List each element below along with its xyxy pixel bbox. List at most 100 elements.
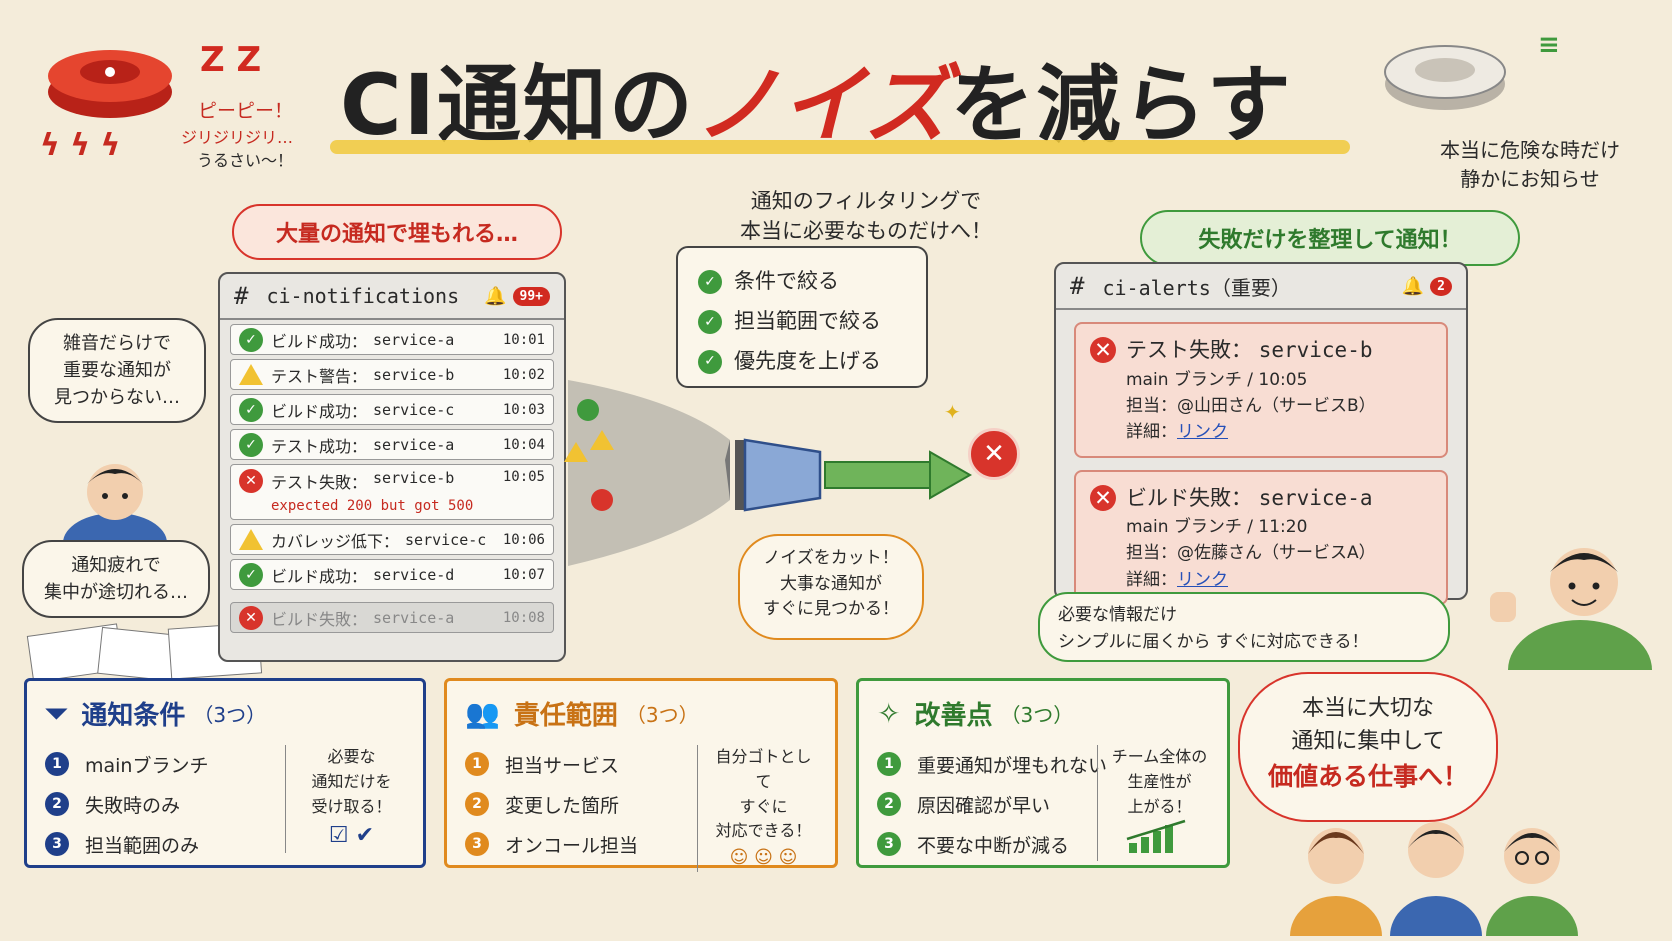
filter-check-3: ✓ 優先度を上げる: [698, 342, 906, 382]
success-icon: ✓: [239, 562, 263, 587]
growth-chart-icon: [1126, 820, 1185, 854]
number-badge: 2: [45, 792, 69, 816]
bell-icon[interactable]: 🔔: [484, 285, 507, 307]
alert-card-1: ✕テスト失敗： service-b main ブランチ / 10:05 担当：@…: [1074, 322, 1448, 458]
side-note-2: 通知だけを: [311, 771, 392, 791]
alerts-panel-header: # ci-alerts（重要） 🔔 2: [1056, 264, 1466, 310]
happy-person-thumbs-up-icon: [1490, 548, 1652, 670]
bubble-cut-2: 大事な通知が: [780, 573, 882, 594]
box-improve-count: （3つ）: [1000, 703, 1074, 727]
number-badge: 1: [877, 752, 901, 776]
filter-check-label: 優先度を上げる: [734, 348, 881, 373]
notification-time: 10:04: [502, 436, 545, 453]
number-badge: 2: [877, 792, 901, 816]
side-note-2: すぐに: [739, 796, 788, 816]
notification-row[interactable]: テスト警告： service-b 10:02: [230, 359, 554, 390]
page-title: CI通知のノイズを減らす: [340, 38, 1340, 154]
bubble-cut-1: ノイズをカット！: [763, 548, 899, 568]
warning-icon: [239, 529, 263, 550]
cloud-line-1: 本当に大切な: [1301, 696, 1434, 721]
alert-card-2: ✕ビルド失敗： service-a main ブランチ / 11:20 担当：@…: [1074, 469, 1448, 606]
alert-title: ビルド失敗：: [1126, 485, 1252, 510]
list-item: 担当サービス: [505, 754, 620, 777]
notification-label: ビルド成功：: [271, 331, 368, 351]
side-note-1: チーム全体の: [1111, 747, 1208, 766]
alerts-channel-name: ci-alerts（重要）: [1102, 275, 1291, 300]
list-item: 変更した箇所: [505, 794, 620, 817]
title-part-1: CI通知の: [340, 56, 695, 154]
notification-time: 10:01: [502, 331, 545, 348]
bubble-cut-3: すぐに見つかる！: [763, 599, 899, 619]
number-badge: 3: [45, 832, 69, 856]
list-item: 失敗時のみ: [85, 794, 181, 817]
filter-checklist: ✓条件で絞る ✓担当範囲で絞る ✓優先度を上げる: [676, 246, 928, 388]
bubble-noise: 雑音だらけで 重要な通知が 見つからない…: [28, 318, 206, 423]
failure-output-icon: ✕: [968, 428, 1020, 480]
center-caption-2: 本当に必要なものだけへ！: [740, 219, 992, 244]
bubble-simple: 必要な情報だけ シンプルに届くから すぐに対応できる！: [1038, 592, 1450, 662]
top-right-note-2: 静かにお知らせ: [1460, 167, 1600, 191]
filter-check-1: ✓条件で絞る: [698, 262, 906, 302]
zzz-icon: Z Z: [200, 40, 262, 80]
notification-time: 10:02: [502, 366, 545, 383]
list-item: 原因確認が早い: [917, 794, 1051, 817]
bell-icon[interactable]: 🔔: [1401, 275, 1425, 297]
check-icon: ✓: [698, 349, 722, 374]
number-badge: 1: [465, 752, 489, 776]
box-scope-title: 責任範囲: [513, 701, 618, 731]
notification-time: 10:08: [502, 609, 545, 626]
calm-lines-icon: ≡: [1538, 30, 1560, 60]
alert-detail-link[interactable]: リンク: [1177, 422, 1228, 443]
box-conditions-count: （3つ）: [193, 703, 267, 727]
alert-branch: main ブランチ / 10:05: [1126, 369, 1308, 390]
success-icon: ✓: [239, 397, 263, 422]
sparkle-icon: ✦: [944, 400, 961, 424]
notification-service: service-d: [373, 565, 455, 584]
bubble-simple-1: 必要な情報だけ: [1058, 605, 1177, 625]
error-icon: ✕: [1090, 337, 1116, 364]
alerts-badge: 2: [1430, 276, 1452, 296]
list-item: 不要な中断が減る: [917, 834, 1070, 857]
title-underline: [330, 140, 1350, 154]
notification-badge: 99+: [512, 286, 550, 306]
closing-cloud: 本当に大切な 通知に集中して 価値ある仕事へ！: [1238, 672, 1498, 822]
top-right-note: 本当に危険な時だけ 静かにお知らせ: [1430, 136, 1630, 194]
cloud-line-3: 価値ある仕事へ！: [1267, 762, 1468, 791]
alert-detail-link[interactable]: リンク: [1177, 569, 1228, 590]
box-scope-side-note: 自分ゴトとして すぐに 対応できる！ ☺ ☺ ☺: [697, 745, 817, 873]
alert-detail-label: 詳細：: [1126, 569, 1177, 590]
team-icon: 👥: [465, 697, 500, 730]
notification-time: 10:07: [502, 566, 545, 583]
stressed-person-icon: [63, 464, 167, 548]
success-icon: ✓: [239, 327, 263, 352]
side-note-2: 生産性が: [1127, 771, 1192, 791]
bubble-fatigue-1: 通知疲れで: [71, 555, 161, 576]
side-note-1: 必要な: [327, 747, 376, 766]
notification-label: テスト成功：: [271, 436, 368, 456]
bubble-noise-3: 見つからない…: [54, 387, 180, 408]
box-conditions-title: 通知条件: [81, 701, 186, 731]
number-badge: 3: [877, 832, 901, 856]
notification-label: ビルド成功：: [271, 401, 368, 421]
filter-check-label: 条件で絞る: [734, 269, 839, 293]
center-caption-1: 通知のフィルタリングで: [750, 189, 982, 213]
notification-service: service-b: [373, 365, 455, 384]
notification-label: テスト警告：: [271, 366, 368, 386]
bubble-cut: ノイズをカット！ 大事な通知が すぐに見つかる！: [738, 534, 924, 640]
check-icon: ✓: [698, 309, 722, 334]
alarm-sound-1: ピーピー！: [197, 100, 293, 122]
list-item: mainブランチ: [85, 754, 209, 777]
notification-error-message: expected 200 but got 500: [271, 498, 474, 514]
